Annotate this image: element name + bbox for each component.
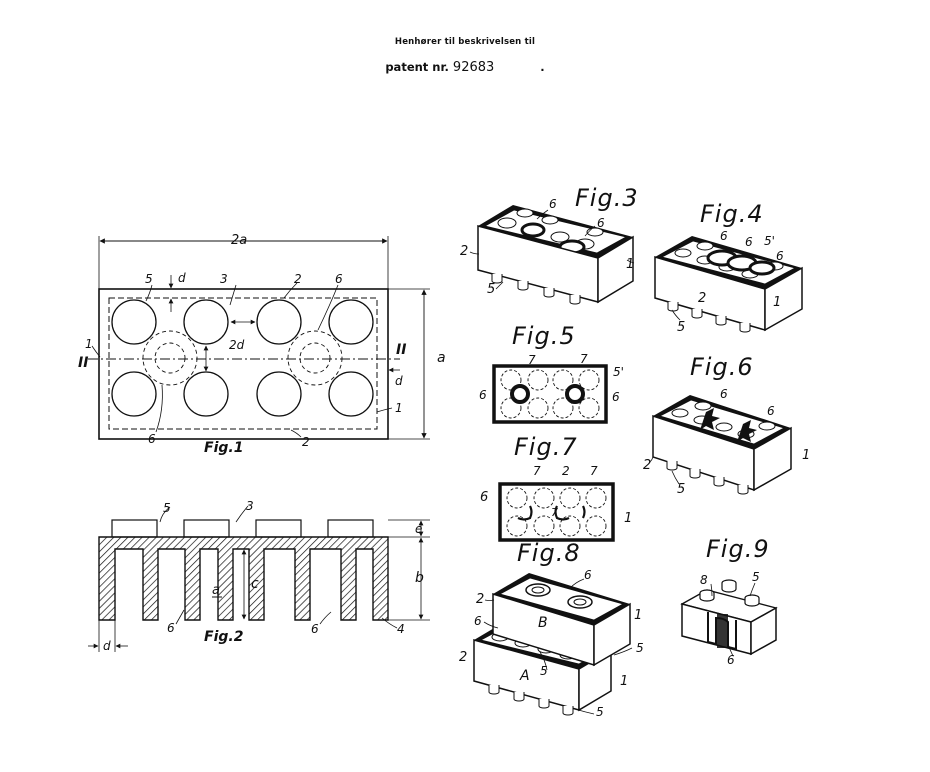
fig6-title: Fig.6 [690,353,754,381]
fig6-brick-perspective: Fig.6 6 6 2 5 1 [643,353,810,497]
fig3-brick-perspective: Fig.3 6 6 2 1 5 [460,184,639,305]
fig1-label-d: d [178,271,186,285]
fig8-label-5-center: 5 [540,664,548,678]
fig8-label-A: A [519,668,530,684]
fig1-label-3: 3 [220,272,228,286]
fig1-label-a: a [437,350,446,366]
fig2-title: Fig.2 [204,629,243,645]
fig7-title: Fig.7 [514,433,578,461]
fig4-label-5: 5 [677,320,685,335]
fig8-title: Fig.8 [517,539,581,567]
fig3-label-2: 2 [460,244,468,259]
fig2-label-6-left: 6 [167,621,175,635]
fig5-top-view: Fig.5 7 7 5' 6 6 [479,322,624,424]
fig4-title: Fig.4 [700,200,764,228]
fig9-label-8: 8 [700,573,708,587]
fig3-title: Fig.3 [575,184,639,212]
fig7-top-view: Fig.7 7 2 7 7 6 1 [480,433,632,542]
fig2-section-view: 5 3 e b c a 6 6 4 d Fig.2 [88,499,430,653]
fig5-label-5p: 5' [613,365,624,379]
fig2-label-3: 3 [246,499,254,513]
fig4-brick-perspective: Fig.4 6 6 5' 6 2 1 5 [654,200,803,335]
fig2-label-a: a [212,583,220,598]
fig8-label-5-mid: 5 [636,641,644,655]
fig2-label-b: b [415,570,424,586]
fig7-label-7a: 7 [533,464,541,478]
fig5-label-6-left: 6 [479,388,487,402]
fig2-label-5: 5 [163,501,171,515]
fig9-label-5: 5 [752,570,760,584]
fig2-label-d: d [103,639,111,653]
fig9-label-6: 6 [727,653,735,667]
fig5-label-7a: 7 [528,353,536,367]
fig2-label-e: e [415,522,422,536]
fig6-label-6a: 6 [720,387,728,401]
fig8-label-2-top: 2 [476,592,484,607]
fig7-label-7c: 7 [551,506,558,519]
fig1-label-2a: 2a [231,233,247,248]
fig4-label-2: 2 [698,291,706,306]
fig5-title: Fig.5 [512,322,576,350]
fig8-label-B: B [538,615,548,631]
fig6-label-2: 2 [643,458,651,473]
fig1-section-mark-right: II [396,342,406,358]
fig7-label-1: 1 [624,511,632,526]
fig7-label-6: 6 [480,490,488,505]
fig1-top-view: 2a a d d 2d 5 3 2 6 1 1 6 2 II II Fig.1 [78,233,446,456]
patent-number-prefix: patent nr. [385,60,449,74]
fig1-label-2d: 2d [229,338,245,352]
fig2-label-4: 4 [397,622,405,636]
fig3-label-6a: 6 [549,197,557,211]
fig2-label-6-right: 6 [311,622,319,636]
fig4-label-5p: 5' [764,234,775,248]
fig1-label-2-top: 2 [294,272,302,286]
fig1-section-mark-left: II [78,355,88,371]
fig1-label-1-left: 1 [85,337,93,351]
fig1-label-2-bottom: 2 [302,435,310,449]
fig2-label-c: c [251,576,259,592]
fig3-label-6b: 6 [597,216,605,230]
fig6-label-6b: 6 [767,404,775,418]
fig6-label-1: 1 [802,448,810,463]
fig8-label-1-bottom: 1 [620,674,628,689]
fig1-title: Fig.1 [204,440,243,456]
fig8-label-6-top: 6 [584,568,592,582]
patent-number: 92683 [452,60,495,75]
fig9-title: Fig.9 [706,535,770,563]
fig4-label-6b: 6 [745,235,753,249]
fig4-label-1: 1 [773,295,781,310]
fig7-label-2: 2 [562,464,570,478]
fig6-label-5: 5 [677,482,685,497]
fig5-label-7b: 7 [580,352,588,366]
fig1-label-6-bottom: 6 [148,432,156,446]
fig1-label-d-right: d [395,374,403,388]
fig9-brick-section: Fig.9 8 5 6 [680,535,778,667]
fig5-label-6-right: 6 [612,390,620,404]
patent-header-line2: patent nr. 92683. [385,60,545,75]
fig3-label-1: 1 [626,257,634,272]
fig1-label-1-right: 1 [395,401,403,415]
fig8-label-1-top: 1 [634,608,642,623]
fig3-label-5: 5 [487,282,495,297]
fig8-label-5-bottom: 5 [596,705,604,719]
fig8-stacked-bricks: Fig.8 6 2 6 1 5 [459,539,644,719]
patent-header-line1: Henhører til beskrivelsen til [394,37,536,47]
fig8-label-6-left: 6 [474,614,482,628]
fig1-label-5: 5 [145,272,153,286]
fig1-label-6-top: 6 [335,272,343,286]
fig8-label-2-bottom: 2 [459,650,467,665]
fig4-label-6c: 6 [776,249,784,263]
fig4-label-6a: 6 [720,229,728,243]
fig7-label-7b: 7 [590,464,598,478]
